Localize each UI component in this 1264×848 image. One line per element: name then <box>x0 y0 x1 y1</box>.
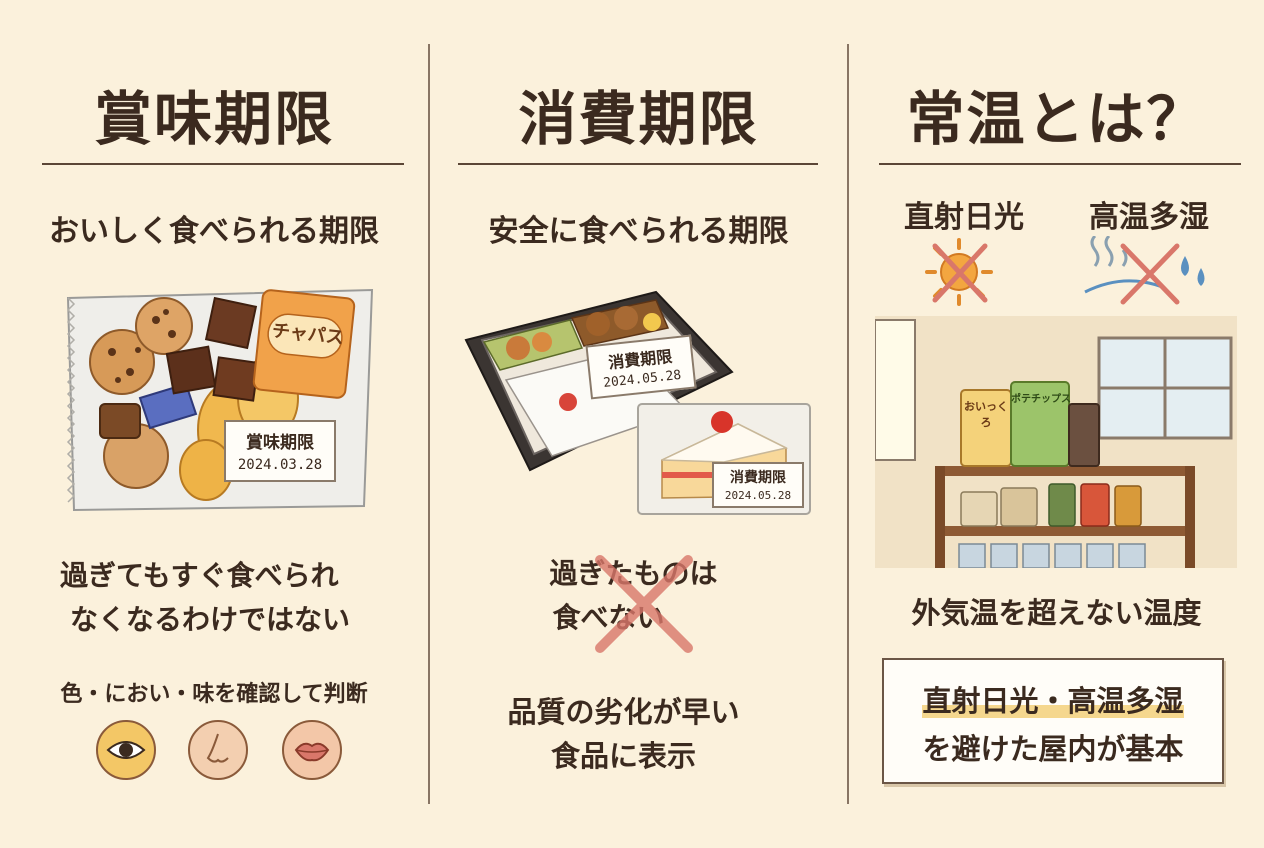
use-by-column: 消費期限 安全に食べられる期限 消費期限 2024.05.28 消費期限 202… <box>430 0 847 848</box>
box-line-1-text: 直射日光・高温多湿 <box>922 684 1184 718</box>
nose-icon <box>188 720 248 780</box>
label-title: 賞味期限 <box>246 433 314 453</box>
best-before-column: 賞味期限 おいしく食べられる期限 チャパス 賞味期限 2024.03.28 <box>0 0 428 848</box>
column-divider-1 <box>428 44 430 804</box>
best-before-date-label: 賞味期限 2024.03.28 <box>224 420 336 482</box>
avoid-humidity-label: 高温多湿 <box>1089 200 1209 235</box>
check-instruction: 色・におい・味を確認して判断 <box>60 682 368 707</box>
note-line-2: 食品に表示 <box>550 739 696 773</box>
snack-brand-2: ポテチップス <box>1011 394 1071 405</box>
label-date: 2024.03.28 <box>237 457 323 473</box>
title-underline <box>879 163 1241 165</box>
cross-icon <box>595 555 693 653</box>
use-by-subtitle: 安全に食べられる期限 <box>488 214 789 249</box>
sun-icon <box>925 238 993 306</box>
avoid-sunlight-label: 直射日光 <box>904 200 1024 235</box>
room-temperature-column: 常温とは？ 直射日光 高温多湿 <box>849 0 1264 848</box>
title-underline <box>42 163 404 165</box>
use-by-note: 品質の劣化が早い 食品に表示 <box>430 690 847 778</box>
best-before-note: 過ぎてもすぐ食べられ なくなるわけではない <box>30 554 400 642</box>
best-before-subtitle: おいしく食べられる期限 <box>49 214 379 249</box>
pantry-room-illustration <box>875 316 1237 568</box>
note-line-2: なくなるわけではない <box>70 603 351 636</box>
humidity-icon <box>1084 236 1205 305</box>
note-line-1: 過ぎてもすぐ食べられ <box>60 559 339 592</box>
use-by-title: 消費期限 <box>518 85 759 153</box>
lips-icon <box>282 720 342 780</box>
room-temp-definition: 外気温を超えない温度 <box>911 596 1202 630</box>
bento-date-label: 消費期限 2024.05.28 <box>585 334 697 400</box>
box-line-2: を避けた屋内が基本 <box>922 732 1184 766</box>
room-temp-title: 常温とは？ <box>906 85 1207 153</box>
storage-guideline-box: 直射日光・高温多湿 を避けた屋内が基本 <box>882 658 1224 784</box>
title-underline <box>458 163 818 165</box>
note-line-1: 品質の劣化が早い <box>507 695 740 729</box>
cake-date-label: 消費期限 2024.05.28 <box>712 462 804 508</box>
snack-brand-1: おいっくろ <box>964 400 1008 429</box>
label-title: 消費期限 <box>730 470 786 486</box>
label-date: 2024.05.28 <box>724 489 792 502</box>
eye-icon <box>96 720 156 780</box>
column-divider-2 <box>847 44 849 804</box>
best-before-title: 賞味期限 <box>93 85 334 153</box>
box-line-1: 直射日光・高温多湿 <box>884 678 1222 720</box>
